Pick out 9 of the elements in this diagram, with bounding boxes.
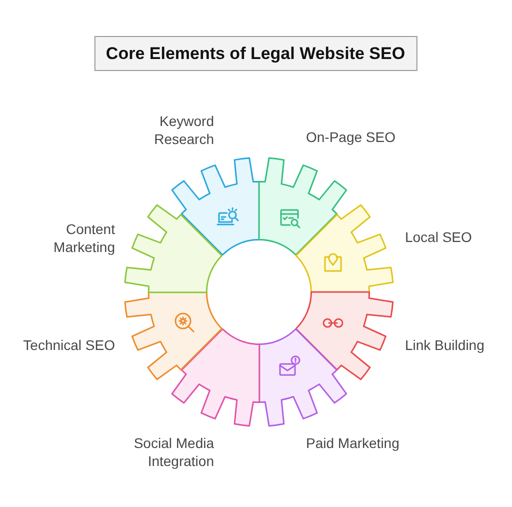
segment-label: Content Marketing: [52, 220, 115, 256]
segment-label: Keyword Research: [153, 112, 214, 148]
segment-label: On-Page SEO: [306, 128, 396, 146]
segment-label: Link Building: [404, 336, 486, 354]
diagram-title: Core Elements of Legal Website SEO: [94, 36, 418, 71]
segment-label: Technical SEO: [22, 336, 115, 354]
segment-label: Social Media Integration: [132, 434, 214, 470]
segment-label: Local SEO: [404, 228, 473, 246]
segment-label: Paid Marketing: [306, 434, 400, 452]
